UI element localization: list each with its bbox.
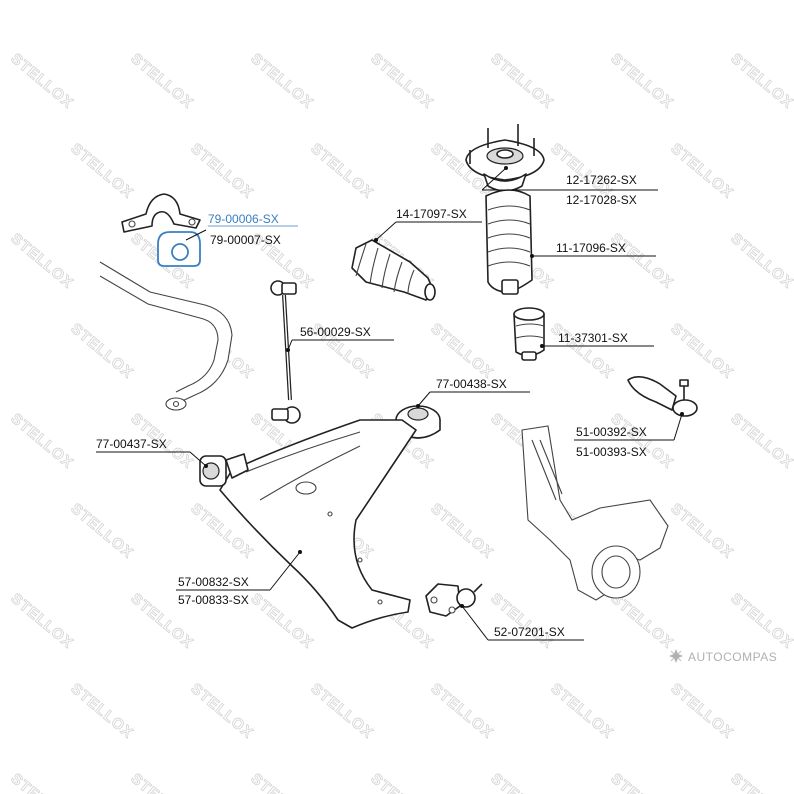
silent-block-front-drawing — [199, 453, 249, 487]
part-label-14-17097[interactable]: 14-17097-SX — [396, 207, 467, 221]
leader-lines — [96, 166, 684, 641]
watermark-mark: STELLOX — [607, 590, 676, 652]
watermark-mark: STELLOX — [487, 50, 556, 112]
part-label-56-00029[interactable]: 56-00029-SX — [300, 325, 371, 339]
stabilizer-bracket-drawing — [121, 193, 201, 233]
part-label-11-17096[interactable]: 11-17096-SX — [556, 241, 626, 255]
watermark-mark: STELLOX — [7, 50, 76, 112]
strut-mount-drawing — [465, 124, 545, 192]
watermark-mark: STELLOX — [67, 680, 136, 742]
watermark-mark: STELLOX — [727, 50, 794, 112]
control-arm-drawing — [219, 419, 417, 629]
steering-knuckle-drawing — [521, 425, 669, 601]
watermark-mark: STELLOX — [427, 320, 496, 382]
watermark-mark: STELLOX — [67, 320, 136, 382]
part-label-57-00833[interactable]: 57-00833-SX — [178, 593, 249, 607]
watermark-mark: STELLOX — [7, 410, 76, 472]
part-label-77-00437[interactable]: 77-00437-SX — [96, 437, 167, 451]
watermark-mark: STELLOX — [367, 770, 436, 794]
part-label-57-00832[interactable]: 57-00832-SX — [178, 575, 249, 589]
steering-boot-drawing — [351, 239, 436, 301]
watermark-mark: STELLOX — [607, 770, 676, 794]
watermark-mark: STELLOX — [7, 770, 76, 794]
watermark-mark: STELLOX — [427, 500, 496, 562]
watermark-mark: STELLOX — [367, 50, 436, 112]
part-label-79-00006[interactable]: 79-00006-SX — [208, 212, 279, 226]
part-label-51-00392[interactable]: 51-00392-SX — [576, 425, 647, 439]
watermark-mark: STELLOX — [127, 50, 196, 112]
watermark-mark: STELLOX — [487, 590, 556, 652]
part-label-12-17028[interactable]: 12-17028-SX — [566, 193, 637, 207]
watermark-mark: STELLOX — [727, 770, 794, 794]
watermark-mark: STELLOX — [607, 410, 676, 472]
autocompas-brand-text: AUTOCOMPAS — [688, 650, 777, 664]
ball-joint-drawing — [425, 583, 483, 617]
watermark-mark: STELLOX — [187, 680, 256, 742]
part-label-79-00007[interactable]: 79-00007-SX — [210, 233, 281, 247]
stabilizer-bar-drawing — [99, 261, 233, 411]
stabilizer-link-drawing — [270, 280, 301, 424]
watermark-mark: STELLOX — [487, 770, 556, 794]
autocompas-logo-icon — [669, 649, 683, 663]
watermark-mark: STELLOX — [667, 140, 736, 202]
tie-rod-end-drawing — [627, 376, 698, 417]
watermark-mark: STELLOX — [187, 140, 256, 202]
watermark-mark: STELLOX — [67, 140, 136, 202]
watermark-mark: STELLOX — [7, 590, 76, 652]
part-labels: 79-00006-SX 79-00007-SX 14-17097-SX 12-1… — [96, 173, 647, 639]
watermark-mark: STELLOX — [667, 500, 736, 562]
watermark-mark: STELLOX — [247, 590, 316, 652]
watermark-mark: STELLOX — [247, 50, 316, 112]
watermark-mark: STELLOX — [127, 770, 196, 794]
autocompas-logo: AUTOCOMPAS — [669, 649, 777, 664]
watermark-mark: STELLOX — [427, 680, 496, 742]
watermark-mark: STELLOX — [667, 680, 736, 742]
stabilizer-bushing-drawing — [157, 231, 201, 267]
bump-stop-drawing — [513, 307, 545, 361]
watermark-mark: STELLOX — [727, 230, 794, 292]
watermark-mark: STELLOX — [547, 680, 616, 742]
watermark-mark: STELLOX — [247, 770, 316, 794]
part-label-51-00393[interactable]: 51-00393-SX — [576, 445, 647, 459]
watermark-mark: STELLOX — [67, 500, 136, 562]
watermark-mark: STELLOX — [307, 680, 376, 742]
part-label-52-07201[interactable]: 52-07201-SX — [494, 625, 565, 639]
part-label-77-00438[interactable]: 77-00438-SX — [436, 377, 507, 391]
watermark-mark: STELLOX — [607, 50, 676, 112]
part-label-12-17262[interactable]: 12-17262-SX — [566, 173, 637, 187]
watermark-mark: STELLOX — [667, 320, 736, 382]
watermark-mark: STELLOX — [607, 230, 676, 292]
watermark-mark: STELLOX — [307, 140, 376, 202]
dust-boot-drawing — [485, 189, 533, 295]
watermark-mark: STELLOX — [727, 590, 794, 652]
watermark-mark: STELLOX — [7, 230, 76, 292]
watermark-mark: STELLOX — [727, 410, 794, 472]
watermark-mark: STELLOX — [547, 320, 616, 382]
part-label-11-37301[interactable]: 11-37301-SX — [558, 331, 628, 345]
